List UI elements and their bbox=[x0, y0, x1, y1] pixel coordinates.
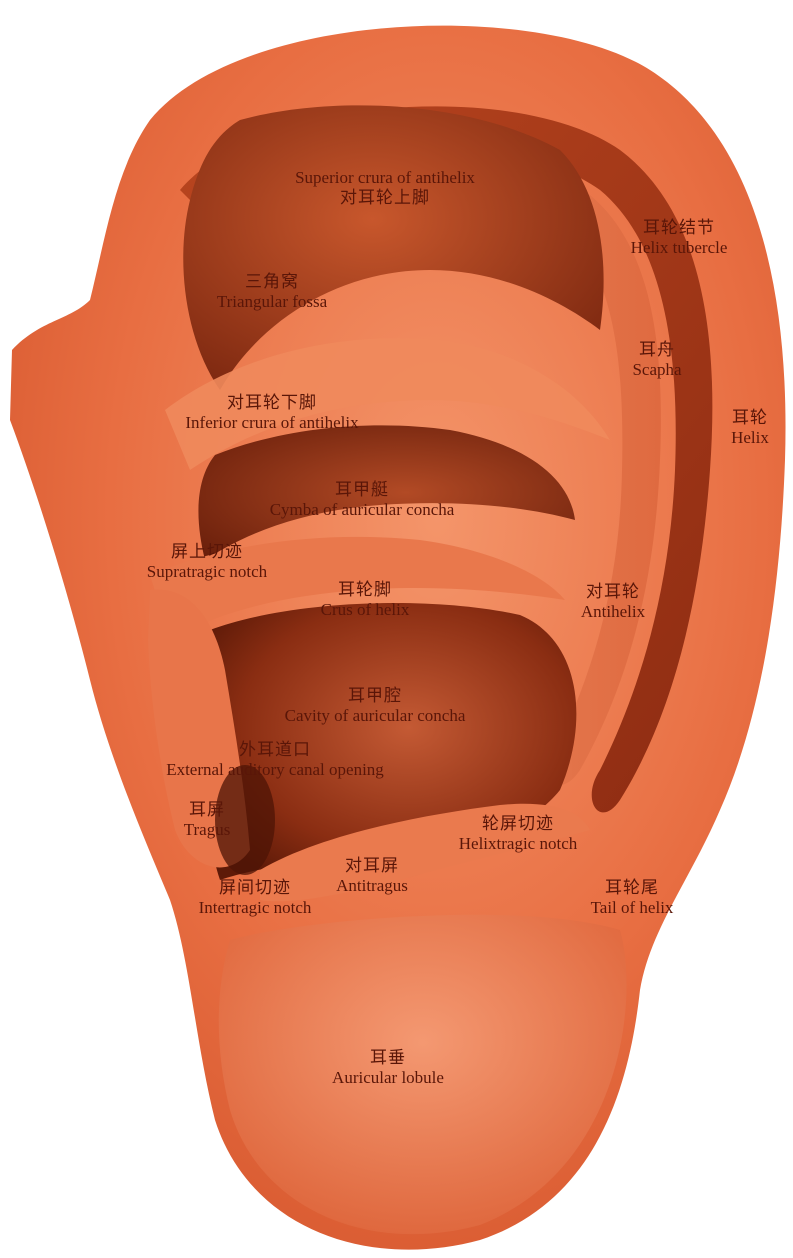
label-antitragus-zh: 对耳屏 bbox=[336, 856, 408, 876]
label-tragus: 耳屏 Tragus bbox=[184, 800, 231, 841]
label-tail-of-helix-en: Tail of helix bbox=[591, 898, 674, 918]
label-external-canal-zh: 外耳道口 bbox=[166, 740, 384, 760]
label-scapha-en: Scapha bbox=[632, 360, 681, 380]
label-antitragus: 对耳屏 Antitragus bbox=[336, 856, 408, 897]
label-cymba-en: Cymba of auricular concha bbox=[270, 500, 455, 520]
label-helixtragic-notch-en: Helixtragic notch bbox=[459, 834, 578, 854]
label-external-canal-en: External auditory canal opening bbox=[166, 760, 384, 780]
label-helixtragic-notch: 轮屏切迹 Helixtragic notch bbox=[459, 814, 578, 855]
label-helix: 耳轮 Helix bbox=[731, 408, 769, 449]
label-inferior-crura: 对耳轮下脚 Inferior crura of antihelix bbox=[185, 393, 358, 434]
label-tragus-zh: 耳屏 bbox=[184, 800, 231, 820]
label-cymba-zh: 耳甲艇 bbox=[270, 480, 455, 500]
label-lobule-zh: 耳垂 bbox=[332, 1048, 444, 1068]
label-antihelix-zh: 对耳轮 bbox=[581, 582, 645, 602]
label-antihelix-en: Antihelix bbox=[581, 602, 645, 622]
label-inferior-crura-zh: 对耳轮下脚 bbox=[185, 393, 358, 413]
label-superior-crura: Superior crura of antihelix 对耳轮上脚 bbox=[295, 168, 475, 209]
label-tragus-en: Tragus bbox=[184, 820, 231, 840]
label-intertragic-notch-zh: 屏间切迹 bbox=[199, 878, 312, 898]
label-external-canal: 外耳道口 External auditory canal opening bbox=[166, 740, 384, 781]
label-tail-of-helix-zh: 耳轮尾 bbox=[591, 878, 674, 898]
label-intertragic-notch-en: Intertragic notch bbox=[199, 898, 312, 918]
label-superior-crura-zh: 对耳轮上脚 bbox=[295, 188, 475, 208]
label-cavity-concha-zh: 耳甲腔 bbox=[285, 686, 466, 706]
label-inferior-crura-en: Inferior crura of antihelix bbox=[185, 413, 358, 433]
label-antihelix: 对耳轮 Antihelix bbox=[581, 582, 645, 623]
label-triangular-fossa-en: Triangular fossa bbox=[217, 292, 327, 312]
label-helix-tubercle-zh: 耳轮结节 bbox=[631, 218, 728, 238]
label-antitragus-en: Antitragus bbox=[336, 876, 408, 896]
label-superior-crura-en: Superior crura of antihelix bbox=[295, 168, 475, 188]
label-supratragic-notch: 屏上切迹 Supratragic notch bbox=[147, 542, 267, 583]
label-crus-of-helix: 耳轮脚 Crus of helix bbox=[321, 580, 410, 621]
label-scapha-zh: 耳舟 bbox=[632, 340, 681, 360]
label-cavity-concha-en: Cavity of auricular concha bbox=[285, 706, 466, 726]
label-helix-tubercle: 耳轮结节 Helix tubercle bbox=[631, 218, 728, 259]
label-scapha: 耳舟 Scapha bbox=[632, 340, 681, 381]
label-intertragic-notch: 屏间切迹 Intertragic notch bbox=[199, 878, 312, 919]
label-crus-of-helix-zh: 耳轮脚 bbox=[321, 580, 410, 600]
label-crus-of-helix-en: Crus of helix bbox=[321, 600, 410, 620]
label-helixtragic-notch-zh: 轮屏切迹 bbox=[459, 814, 578, 834]
label-supratragic-notch-en: Supratragic notch bbox=[147, 562, 267, 582]
label-tail-of-helix: 耳轮尾 Tail of helix bbox=[591, 878, 674, 919]
label-supratragic-notch-zh: 屏上切迹 bbox=[147, 542, 267, 562]
label-lobule: 耳垂 Auricular lobule bbox=[332, 1048, 444, 1089]
label-helix-zh: 耳轮 bbox=[731, 408, 769, 428]
label-cavity-concha: 耳甲腔 Cavity of auricular concha bbox=[285, 686, 466, 727]
label-triangular-fossa: 三角窝 Triangular fossa bbox=[217, 272, 327, 313]
label-helix-tubercle-en: Helix tubercle bbox=[631, 238, 728, 258]
label-lobule-en: Auricular lobule bbox=[332, 1068, 444, 1088]
label-helix-en: Helix bbox=[731, 428, 769, 448]
label-triangular-fossa-zh: 三角窝 bbox=[217, 272, 327, 292]
label-cymba: 耳甲艇 Cymba of auricular concha bbox=[270, 480, 455, 521]
